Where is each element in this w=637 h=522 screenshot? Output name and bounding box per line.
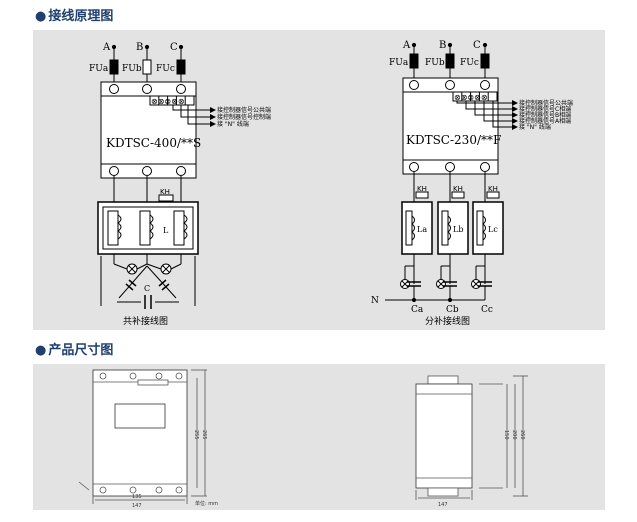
side-height-b: 200 bbox=[511, 430, 517, 440]
side-view bbox=[415, 375, 528, 500]
side-height-a: 150 bbox=[503, 430, 509, 440]
wiring-diagrams: A B C FUa FUb FUc ⊗⊗⊗⊗⊗ KDTSC-400/**S bbox=[89, 40, 573, 327]
unit-note: 单位: mm bbox=[195, 500, 218, 507]
signal-label-right-2: 接控制器信号B相端 bbox=[519, 111, 571, 119]
front-height-outer: 265 bbox=[201, 430, 207, 440]
front-view bbox=[78, 369, 207, 504]
fuse-label-b-right: FUb bbox=[425, 58, 445, 68]
fuse-b bbox=[142, 59, 152, 75]
wiring-title-text: 接线原理图 bbox=[48, 9, 114, 24]
signal-label-right-0: 接控制器信号公共端 bbox=[519, 99, 573, 107]
front-height-inner: 255 bbox=[193, 430, 199, 440]
split-compensation-diagram: A B C FUa FUb FUc ⊗⊗⊗⊗⊗ KDTSC-230/**F bbox=[371, 40, 573, 327]
front-width-inner: 135 bbox=[132, 494, 142, 500]
fuse-a-right bbox=[409, 53, 419, 69]
capacitor-label: C bbox=[144, 284, 150, 293]
svg-text:⊗⊗⊗⊗⊗: ⊗⊗⊗⊗⊗ bbox=[151, 97, 185, 106]
fuse-b-right bbox=[445, 53, 455, 69]
side-width: 147 bbox=[438, 502, 448, 508]
model-label: KDTSC-400/**S bbox=[106, 136, 201, 150]
dimension-section-title: ●产品尺寸图 bbox=[35, 342, 113, 360]
capacitor-label-a: Ca bbox=[411, 305, 424, 315]
signal-label-right-4: 接 "N" 线端 bbox=[519, 123, 551, 131]
reactor-label-b: Lb bbox=[453, 225, 463, 234]
phase-label-c: C bbox=[170, 42, 178, 53]
bullet-icon: ● bbox=[35, 343, 47, 358]
signal-label-0: 接控制器信号公共端 bbox=[217, 106, 271, 114]
signal-label-right-3: 接控制器信号A相端 bbox=[519, 117, 571, 125]
fuse-c-right bbox=[480, 53, 490, 69]
phase-label-a: A bbox=[102, 42, 111, 53]
model-label-right: KDTSC-230/**F bbox=[406, 133, 501, 147]
bullet-icon: ● bbox=[35, 9, 47, 24]
fuse-label-b: FUb bbox=[122, 64, 142, 74]
neutral-label: N bbox=[371, 296, 379, 306]
split-compensation-caption: 分补接线图 bbox=[425, 315, 470, 327]
thermal-switch-label: KH bbox=[160, 188, 170, 196]
reactor-label-c: Lc bbox=[488, 225, 498, 234]
phase-label-b: B bbox=[136, 42, 143, 53]
dimension-panel: 135 147 255 265 单位: mm 150 200 260 147 bbox=[33, 364, 605, 510]
kh-label-c: KH bbox=[488, 185, 498, 193]
kh-label-b: KH bbox=[453, 185, 463, 193]
fuse-label-c: FUc bbox=[156, 64, 175, 74]
reactor-label-a: La bbox=[417, 225, 427, 234]
phase-label-a-right: A bbox=[402, 40, 411, 51]
fuse-label-a: FUa bbox=[89, 64, 109, 74]
kh-label-a: KH bbox=[417, 185, 427, 193]
common-compensation-caption: 共补接线图 bbox=[123, 315, 168, 327]
wiring-section-title: ●接线原理图 bbox=[35, 8, 113, 26]
phase-label-b-right: B bbox=[439, 40, 446, 51]
front-width-outer: 147 bbox=[132, 503, 142, 509]
fuse-label-a-right: FUa bbox=[389, 58, 409, 68]
phase-label-c-right: C bbox=[473, 40, 481, 51]
fuse-label-c-right: FUc bbox=[460, 58, 479, 68]
side-height-c: 260 bbox=[519, 430, 525, 440]
signal-label-right-1: 接控制器信号C相端 bbox=[519, 105, 571, 113]
fuse-c bbox=[176, 59, 186, 75]
dimension-title-text: 产品尺寸图 bbox=[48, 343, 114, 358]
svg-text:⊗⊗⊗⊗⊗: ⊗⊗⊗⊗⊗ bbox=[454, 93, 488, 102]
signal-label-1: 接控制器信号控制端 bbox=[217, 113, 271, 121]
capacitor-label-b: Cb bbox=[446, 305, 459, 315]
reactor-label: L bbox=[163, 226, 169, 235]
wiring-panel: A B C FUa FUb FUc ⊗⊗⊗⊗⊗ KDTSC-400/**S bbox=[33, 30, 605, 330]
fuse-a bbox=[109, 59, 119, 75]
capacitor-label-c: Cc bbox=[481, 305, 493, 315]
dimension-drawings: 135 147 255 265 单位: mm 150 200 260 147 bbox=[78, 369, 528, 509]
signal-label-2: 接 "N" 线端 bbox=[217, 120, 249, 128]
reactor-box bbox=[97, 201, 199, 255]
common-compensation-diagram: A B C FUa FUb FUc ⊗⊗⊗⊗⊗ KDTSC-400/**S bbox=[89, 42, 271, 327]
